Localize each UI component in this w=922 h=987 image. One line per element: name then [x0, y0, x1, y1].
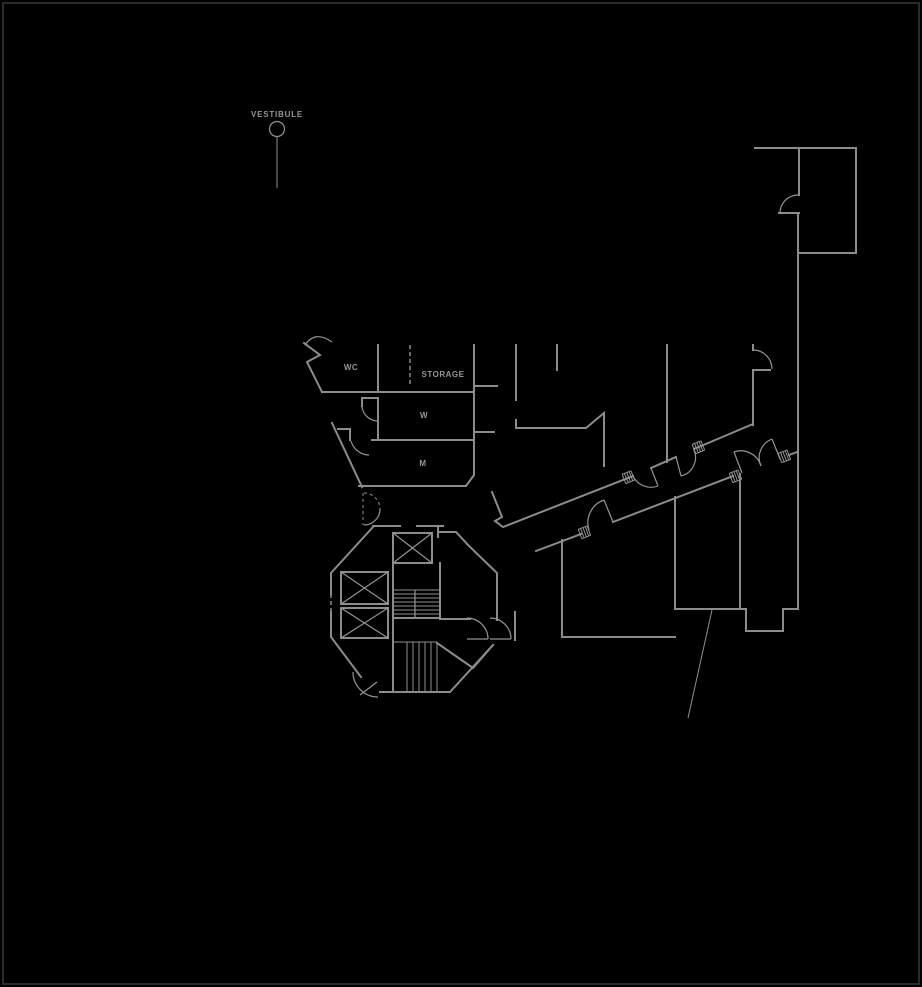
door-arc [632, 467, 659, 488]
door-jamb-hatch [691, 440, 706, 455]
corridor-lower-wall [534, 532, 583, 553]
door-arc [352, 671, 379, 698]
stairwell [392, 532, 495, 693]
elevator-shaft [392, 532, 433, 564]
wc-room-label: WC [344, 363, 358, 372]
leader-line [687, 609, 713, 719]
upper-right-room-walls [754, 147, 857, 610]
building-core [330, 492, 516, 698]
elevator-shaft [340, 571, 389, 605]
door-arc [361, 405, 378, 422]
door-arc [350, 440, 370, 456]
callout-circle [268, 120, 286, 138]
door-jamb-hatch [777, 449, 792, 464]
door-arc [489, 617, 512, 640]
door-jamb-hatch [621, 470, 636, 485]
door-arc [675, 449, 697, 477]
corridor-upper-wall [490, 474, 635, 529]
lower-right-room-walls [561, 473, 799, 719]
womens-room-label: W [420, 411, 428, 420]
double-door-arc [733, 450, 762, 474]
vestibule-label: VESTIBULE [251, 110, 303, 119]
elevator-shaft [340, 607, 389, 639]
middle-room-walls [515, 344, 773, 467]
wall-break-zigzag [302, 341, 324, 394]
door-arc [779, 194, 799, 214]
door-arc [752, 349, 773, 370]
door-arc [363, 508, 381, 526]
mens-room-label: M [419, 459, 426, 468]
door-arc [466, 617, 489, 640]
double-door-arc [758, 438, 781, 467]
storage-room-label: STORAGE [422, 370, 465, 379]
door-arc-dashed [363, 492, 381, 510]
diagonal-corridor-walls [490, 422, 799, 553]
door-arc [587, 499, 614, 531]
door-arc [304, 336, 333, 346]
restroom-block-walls [302, 336, 498, 489]
vestibule-callout: VESTIBULE [251, 110, 303, 188]
understair-wall [435, 641, 495, 670]
